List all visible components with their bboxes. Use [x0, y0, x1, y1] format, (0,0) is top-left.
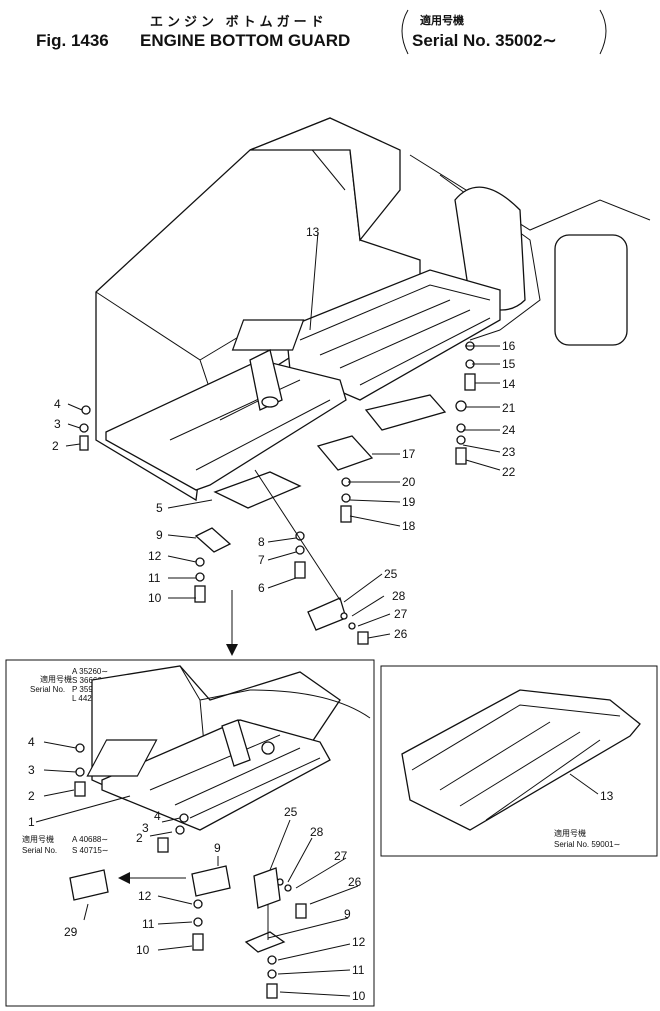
inset-serial-label: Serial No.	[30, 685, 65, 694]
callout-2: 2	[52, 439, 59, 453]
figure-number: Fig. 1436	[36, 31, 109, 50]
inset-callout-12b: 12	[352, 935, 366, 949]
callout-23: 23	[502, 445, 516, 459]
cover-plate	[213, 471, 302, 509]
inset-applicability: 適用号機	[40, 674, 72, 684]
main-view: 13 16 15 14 21 24 23 22 17 20 19 18 4 3 …	[52, 117, 651, 656]
radiator-frame	[554, 234, 628, 346]
inset-fasteners	[74, 743, 307, 999]
callout-14: 14	[502, 377, 516, 391]
inset-callout-3b: 3	[142, 821, 149, 835]
fasteners	[79, 341, 476, 645]
callout-10: 10	[148, 591, 162, 605]
inset-callout-10: 10	[136, 943, 150, 957]
callout-9: 9	[156, 528, 163, 542]
callout-16: 16	[502, 339, 516, 353]
callout-27: 27	[394, 607, 408, 621]
applicability-japanese: 適用号機	[420, 13, 464, 27]
plate-17	[316, 435, 374, 471]
inset-note-serial-label: Serial No.	[22, 846, 57, 855]
inset-callout-3: 3	[28, 763, 35, 777]
inset-serial-1: A 35260∼	[72, 667, 108, 676]
page-title: ENGINE BOTTOM GUARD	[140, 31, 350, 50]
plate-9	[194, 527, 232, 553]
callout-17: 17	[402, 447, 416, 461]
arrow-left	[118, 872, 130, 884]
leader-lines	[65, 231, 501, 650]
plate-21	[364, 394, 447, 431]
callout-22: 22	[502, 465, 516, 479]
paren-right	[599, 9, 607, 55]
callout-21: 21	[502, 401, 516, 415]
inset-callout-9: 9	[214, 841, 221, 855]
inset-callout-10b: 10	[352, 989, 366, 1003]
callout-7: 7	[258, 553, 265, 567]
inset-callout-2b: 2	[136, 831, 143, 845]
callout-12: 12	[148, 549, 162, 563]
header: Fig. 1436 エンジン ボトムガード ENGINE BOTTOM GUAR…	[36, 9, 607, 55]
inset-callout-1: 1	[28, 815, 35, 829]
inset-callout-2: 2	[28, 789, 35, 803]
inset-plate-29	[69, 869, 109, 901]
inset-right: 13 適用号機 Serial No. 59001∼	[86, 665, 658, 857]
callout-28: 28	[392, 589, 406, 603]
inset-serial-2: S 36666∼	[72, 676, 109, 685]
callout-3: 3	[54, 417, 61, 431]
callout-24: 24	[502, 423, 516, 437]
callout-11: 11	[148, 571, 161, 585]
inset-right-callout-13: 13	[600, 789, 614, 803]
arrow-down	[226, 644, 238, 656]
callout-20: 20	[402, 475, 416, 489]
inset-plate-9-bottom	[244, 931, 286, 953]
serial-range: Serial No. 35002∼	[412, 31, 557, 50]
callout-26: 26	[394, 627, 408, 641]
inset-callout-4: 4	[28, 735, 35, 749]
inset-right-serial: Serial No. 59001∼	[554, 840, 620, 849]
callout-13: 13	[306, 225, 320, 239]
inset-note-applicability: 適用号機	[22, 834, 54, 844]
inset-note-serial-1: A 40688∼	[72, 835, 108, 844]
callout-18: 18	[402, 519, 416, 533]
inset-callout-28: 28	[310, 825, 324, 839]
plate-25	[307, 597, 347, 631]
inset-callout-11b: 11	[352, 963, 365, 977]
callout-15: 15	[502, 357, 516, 371]
inset-callout-26: 26	[348, 875, 362, 889]
callout-25: 25	[384, 567, 398, 581]
inset-callout-9b: 9	[344, 907, 351, 921]
paren-left	[401, 9, 409, 55]
callout-4: 4	[54, 397, 61, 411]
callout-8: 8	[258, 535, 265, 549]
inset-left: 適用号機 Serial No. A 35260∼ S 36666∼ P 3593…	[5, 659, 375, 1007]
inset-right-border	[380, 665, 658, 857]
inset-callout-27: 27	[334, 849, 348, 863]
inset-plate-25	[253, 867, 281, 909]
inset-left-border	[5, 659, 375, 1007]
inset-note-serial-2: S 40715∼	[72, 846, 109, 855]
engine-cover	[249, 117, 401, 242]
callout-6: 6	[258, 581, 265, 595]
inset-callout-4b: 4	[154, 809, 161, 823]
inset-serial-3: P 35939∼	[72, 685, 108, 694]
callout-5: 5	[156, 501, 163, 515]
inset-callout-12: 12	[138, 889, 152, 903]
inset-callout-25: 25	[284, 805, 298, 819]
callout-19: 19	[402, 495, 416, 509]
inset-callout-29: 29	[64, 925, 78, 939]
inset-plate-9-top	[191, 865, 231, 897]
title-japanese: エンジン ボトムガード	[150, 14, 328, 29]
inset-right-applicability: 適用号機	[554, 828, 586, 838]
inset-callout-11: 11	[142, 917, 155, 931]
inset-serial-4: L 44208∼	[72, 694, 107, 703]
inset-tray	[401, 689, 641, 831]
